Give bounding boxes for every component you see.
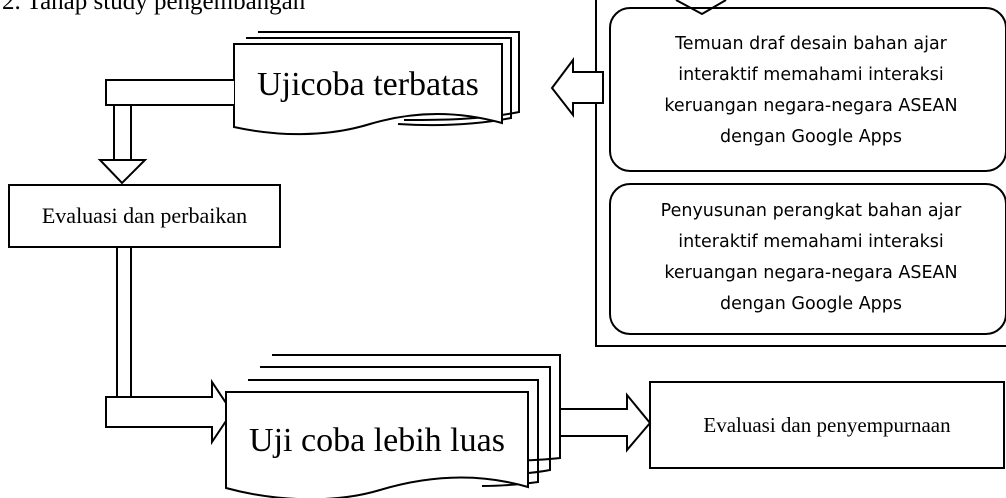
penyusunan-perangkat-label: Penyusunan perangkat bahan ajar interakt…: [660, 201, 962, 314]
uji-doc-front: [225, 391, 529, 498]
evaluasi-penyempurnaan-label: Evaluasi dan penyempurnaan: [703, 412, 951, 437]
down-stem: [113, 105, 132, 162]
right-column-frame: [595, 0, 1006, 347]
evaluasi-perbaikan-label: Evaluasi dan perbaikan: [41, 203, 248, 228]
penyusunan-perangkat-box: [609, 183, 1006, 335]
temuan-draf-box: [609, 7, 1006, 172]
ujicoba-doc-back: [258, 31, 520, 121]
arrow-to-ujicoba: [550, 57, 604, 118]
evaluasi-penyempurnaan-box: [649, 381, 1005, 469]
ujicoba-connector: [105, 79, 234, 106]
uji-coba-lebih-luas-label: Uji coba lebih luas: [249, 422, 505, 459]
arrow-to-penyempurnaan: [559, 392, 652, 453]
section-heading: 2. Tahap study pengembangan: [2, 0, 306, 15]
arrow-to-uji-coba: [105, 378, 234, 446]
ujicoba-doc-mid: [246, 37, 512, 127]
temuan-draf-label: Temuan draf desain bahan ajar interaktif…: [664, 34, 958, 147]
ujicoba-doc-front: [233, 43, 503, 136]
arrow-to-evaluasi: [97, 159, 148, 185]
uji-doc-mid: [248, 379, 539, 487]
evaluasi-perbaikan-box: [8, 184, 281, 248]
ujicoba-terbatas-label: Ujicoba terbatas: [257, 66, 479, 103]
incoming-arrow-tip: [675, 0, 727, 16]
